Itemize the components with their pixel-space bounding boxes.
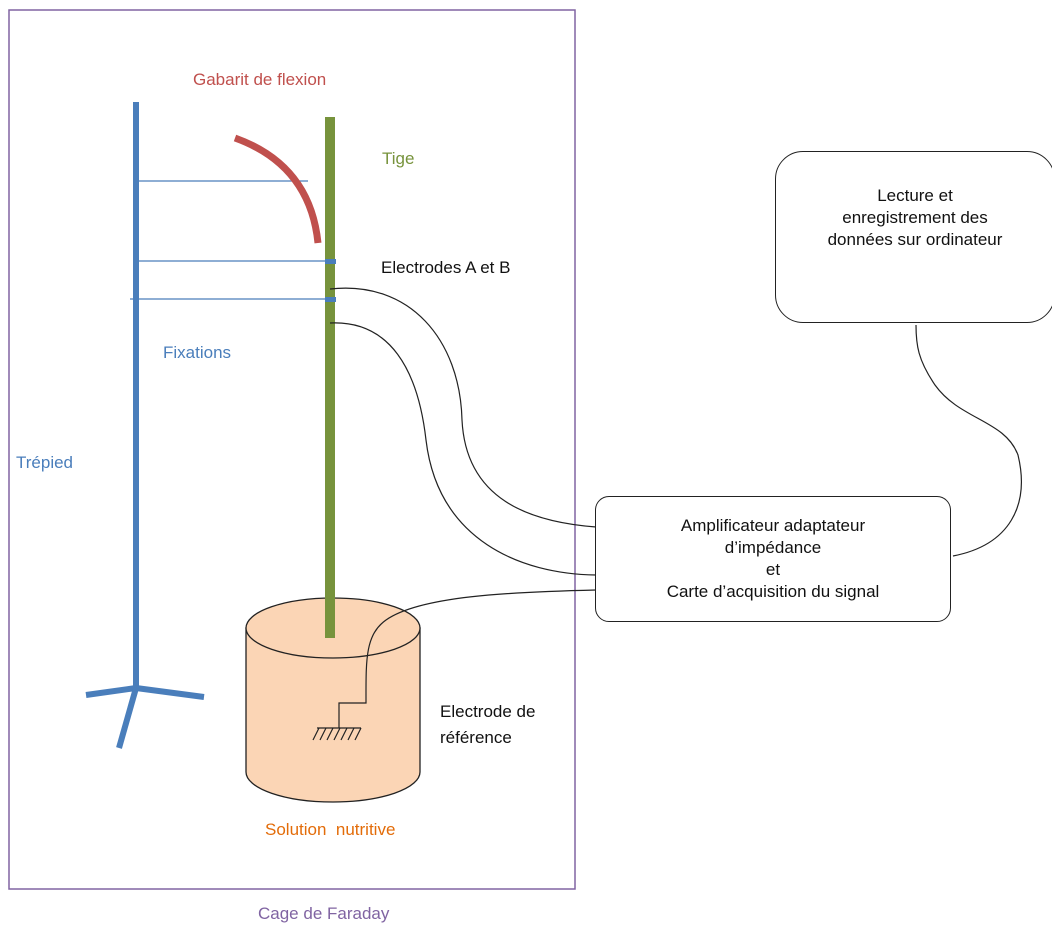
wire-electrode-b — [329, 322, 597, 576]
label-electrode-reference: Electrode de référence — [440, 702, 540, 747]
amplifier-box-text: Amplificateur adaptateur d’impédance et … — [666, 516, 880, 601]
label-cage: Cage de Faraday — [258, 904, 390, 923]
wire-reference-electrode — [338, 589, 597, 728]
wire-amplifier-computer — [915, 324, 1022, 557]
computer-box: Lecture et enregistrement des données su… — [775, 151, 1052, 323]
amplifier-box: Amplificateur adaptateur d’impédance et … — [595, 496, 951, 622]
label-tige: Tige — [382, 149, 414, 168]
container-body — [245, 627, 421, 803]
electrode-b — [325, 297, 336, 302]
wire-electrode-a — [329, 287, 597, 528]
bend-template-arc — [233, 134, 322, 244]
tripod — [85, 102, 205, 749]
ground-symbol — [312, 727, 362, 741]
computer-box-text: Lecture et enregistrement des données su… — [827, 186, 1003, 249]
electrode-a — [325, 259, 336, 264]
label-fixations: Fixations — [163, 343, 231, 362]
label-electrodes: Electrodes A et B — [381, 258, 510, 277]
label-trepied: Trépied — [16, 453, 73, 472]
label-solution: Solution nutritive — [265, 820, 395, 839]
faraday-cage-border — [8, 9, 576, 890]
label-gabarit: Gabarit de flexion — [193, 70, 326, 89]
